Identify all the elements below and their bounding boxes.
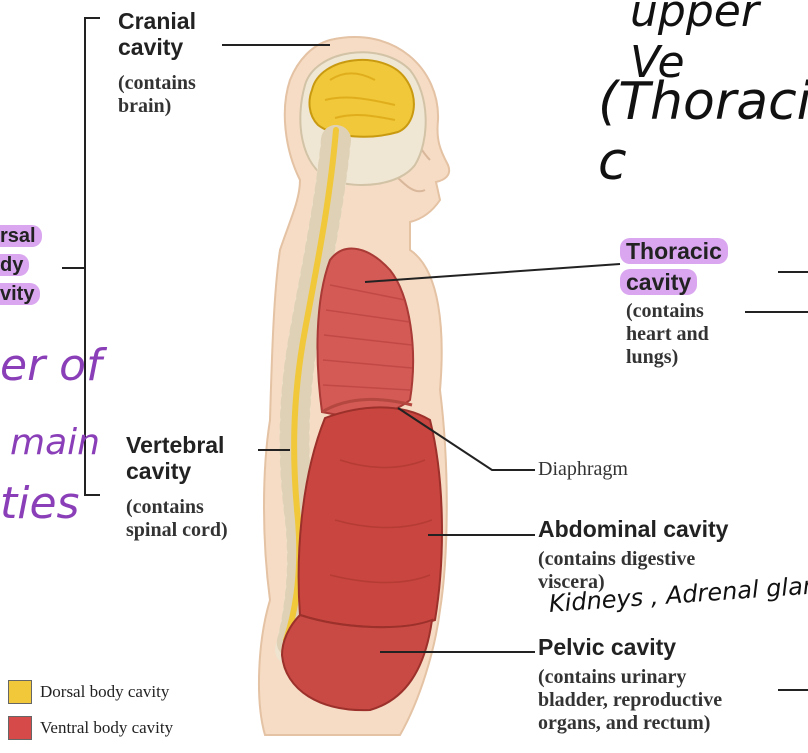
legend-label-ventral: Ventral body cavity (40, 718, 173, 738)
dorsal-line3: vity (0, 283, 40, 305)
legend-item-dorsal: Dorsal body cavity (8, 680, 169, 704)
legend-item-ventral: Ventral body cavity (8, 716, 173, 740)
legend-label-dorsal: Dorsal body cavity (40, 682, 169, 702)
dorsal-line1: rsal (0, 225, 42, 247)
pelvic-desc-line2: bladder, reproductive (538, 689, 722, 712)
thoracic-desc: (contains heart and lungs) (626, 300, 709, 369)
vertebral-title-line2: cavity (126, 458, 224, 484)
legend-swatch-ventral (8, 716, 32, 740)
abdominal-desc-line1: (contains digestive (538, 548, 695, 571)
cranial-title-line2: cavity (118, 34, 196, 60)
abdominal-cavity (299, 407, 442, 627)
pelvic-desc: (contains urinary bladder, reproductive … (538, 666, 722, 735)
vertebral-title-line1: Vertebral (126, 432, 224, 458)
vertebral-desc-line1: (contains (126, 496, 228, 519)
dorsal-line2: dy (0, 254, 29, 276)
thoracic-title-line1: Thoracic (620, 238, 728, 264)
pelvic-title: Pelvic cavity (538, 634, 676, 660)
thoracic-desc-line2: heart and (626, 323, 709, 346)
abdominal-title: Abdominal cavity (538, 516, 728, 542)
vertebral-title: Vertebral cavity (126, 432, 224, 485)
handwriting-thoracic: (Thoracic c (598, 72, 808, 192)
handwriting-left-2: main (10, 422, 100, 463)
pelvic-desc-line1: (contains urinary (538, 666, 722, 689)
legend-swatch-dorsal (8, 680, 32, 704)
cranial-title-line1: Cranial (118, 8, 196, 34)
diaphragm-label: Diaphragm (538, 458, 628, 481)
cranial-desc-line1: (contains (118, 72, 196, 95)
cranial-desc: (contains brain) (118, 72, 196, 118)
cranial-title: Cranial cavity (118, 8, 196, 61)
pelvic-desc-line3: organs, and rectum) (538, 712, 722, 735)
cranial-desc-line2: brain) (118, 95, 196, 118)
vertebral-desc-line2: spinal cord) (126, 519, 228, 542)
dorsal-label: rsal dy vity (0, 222, 42, 309)
handwriting-left-3: ties (0, 478, 79, 529)
thoracic-title: Thoracic cavity (620, 236, 728, 298)
thoracic-desc-line1: (contains (626, 300, 709, 323)
thoracic-desc-line3: lungs) (626, 346, 709, 369)
vertebral-desc: (contains spinal cord) (126, 496, 228, 542)
handwriting-left-1: er of (0, 340, 102, 391)
thoracic-title-line2: cavity (620, 269, 697, 295)
